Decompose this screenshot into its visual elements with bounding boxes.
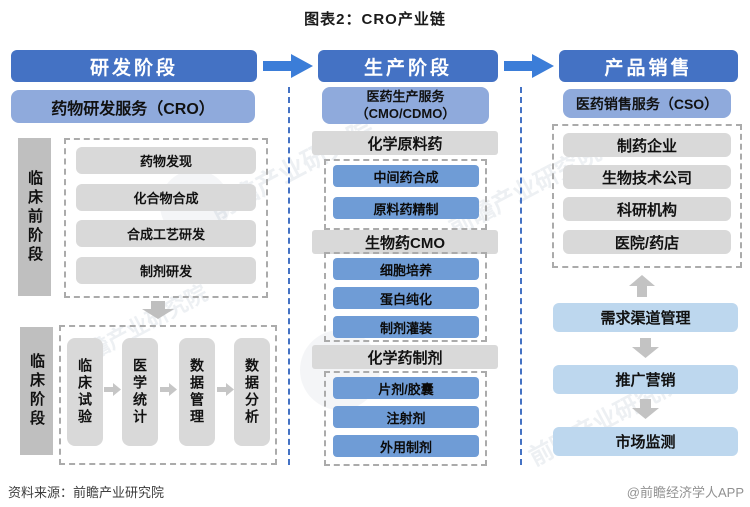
preclinical-group-box — [64, 138, 268, 298]
clinical-group-box — [59, 325, 277, 465]
section-header-bio-cmo: 生物药CMO — [312, 230, 498, 254]
flow-down-arrow-icon — [632, 338, 659, 358]
chart-title: 图表2：CRO产业链 — [304, 11, 446, 28]
sales-service-bar: 医药销售服务（CSO） — [563, 89, 731, 118]
stage-header-sales: 产品销售 — [559, 50, 738, 82]
chem-formulation-item: 注射剂 — [333, 406, 479, 428]
clinical-stage-label: 临床阶段 — [20, 327, 53, 455]
rd-service-label: 药物研发服务（CRO） — [51, 100, 215, 118]
api-item: 原料药精制 — [333, 197, 479, 219]
bio-cmo-item: 细胞培养 — [333, 258, 479, 280]
customer-item: 科研机构 — [563, 197, 731, 221]
clinical-step: 数据管理 — [179, 338, 215, 446]
customer-item: 生物技术公司 — [563, 165, 731, 189]
flow-up-arrow-icon — [629, 275, 655, 297]
clinical-step: 数据分析 — [234, 338, 270, 446]
section-header-api: 化学原料药 — [312, 131, 498, 155]
chem-formulation-item: 片剂/胶囊 — [333, 377, 479, 399]
stage-arrow-right-icon — [263, 54, 313, 78]
sales-service-label: 医药销售服务（CSO） — [575, 95, 719, 112]
step-arrow-right-icon — [160, 383, 177, 396]
preclinical-item: 制剂研发 — [76, 257, 256, 284]
bio-cmo-item: 制剂灌装 — [333, 316, 479, 338]
customer-item: 制药企业 — [563, 133, 731, 157]
flow-down-arrow-icon — [142, 301, 174, 319]
preclinical-item: 化合物合成 — [76, 184, 256, 211]
data-source-note: 资料来源：前瞻产业研究院 — [8, 485, 165, 500]
preclinical-item: 药物发现 — [76, 147, 256, 174]
sales-process-step: 市场监测 — [553, 427, 738, 456]
section-header-chem-formulation: 化学药制剂 — [312, 345, 498, 369]
production-service-bar: 医药生产服务 （CMO/CDMO） — [322, 87, 489, 124]
sales-process-step: 需求渠道管理 — [553, 303, 738, 332]
step-arrow-right-icon — [104, 383, 121, 396]
preclinical-stage-label: 临床前阶段 — [18, 138, 51, 296]
clinical-step: 临床试验 — [67, 338, 103, 446]
production-service-line2: （CMO/CDMO） — [355, 105, 456, 121]
customer-item: 医院/药店 — [563, 230, 731, 254]
stage-arrow-right-icon — [504, 54, 554, 78]
chem-formulation-item: 外用制剂 — [333, 435, 479, 457]
rd-service-bar: 药物研发服务（CRO） — [11, 90, 255, 123]
chem-formulation-group-box — [324, 371, 487, 466]
customers-group-box — [552, 124, 742, 268]
api-item: 中间药合成 — [333, 165, 479, 187]
column-divider — [520, 87, 522, 465]
flow-down-arrow-icon — [632, 399, 659, 419]
api-group-box — [324, 159, 487, 230]
stage-header-production: 生产阶段 — [318, 50, 498, 82]
credit-note: @前瞻经济学人APP — [626, 485, 744, 500]
sales-process-step: 推广营销 — [553, 365, 738, 394]
production-service-line1: 医药生产服务 — [366, 88, 445, 104]
bio-cmo-item: 蛋白纯化 — [333, 287, 479, 309]
clinical-step: 医学统计 — [122, 338, 158, 446]
stage-header-rd: 研发阶段 — [11, 50, 257, 82]
column-divider — [288, 87, 290, 465]
step-arrow-right-icon — [217, 383, 234, 396]
preclinical-item: 合成工艺研发 — [76, 220, 256, 247]
bio-cmo-group-box — [324, 252, 487, 342]
